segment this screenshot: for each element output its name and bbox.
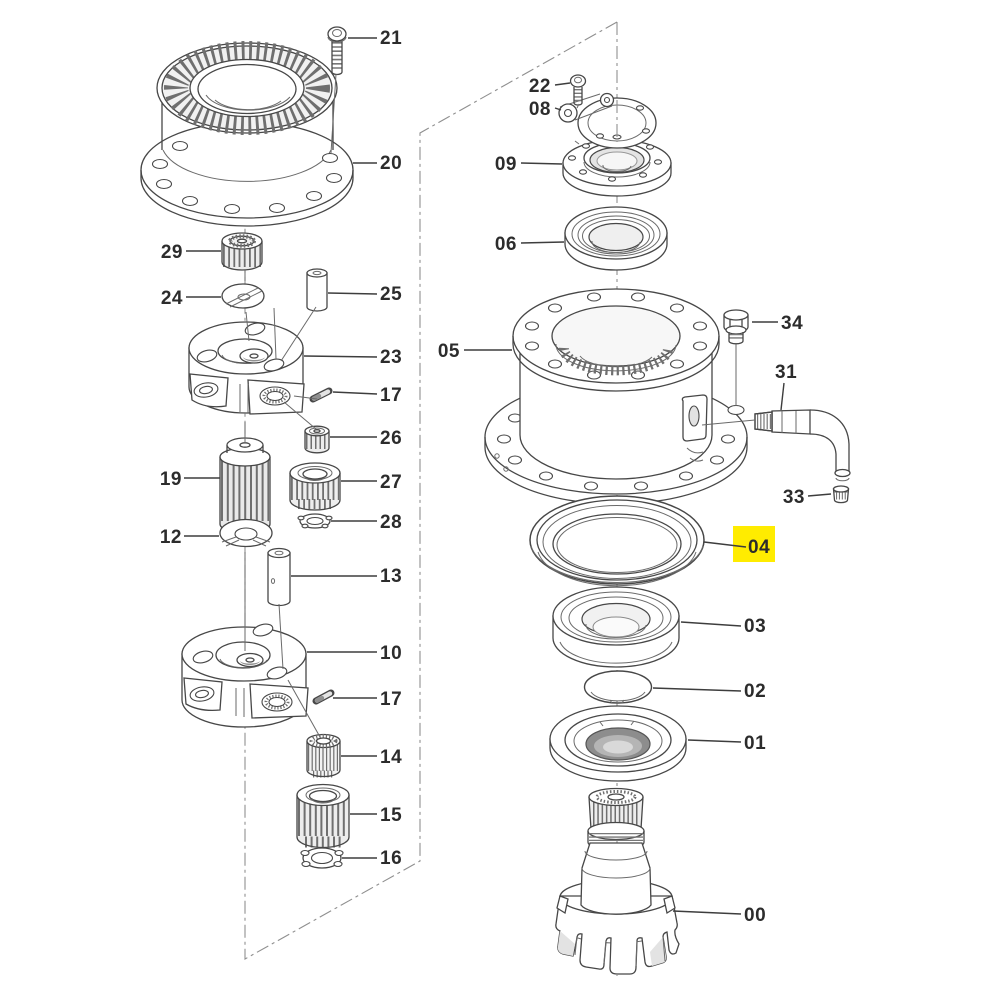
part-label-23: 23 bbox=[380, 347, 402, 368]
part-22-bolt bbox=[569, 74, 587, 106]
part-29-coupling-gear bbox=[221, 232, 263, 271]
label-27: 27 bbox=[341, 472, 402, 493]
label-19: 19 bbox=[160, 469, 220, 490]
part-01-flange-plate bbox=[549, 705, 687, 782]
part-24-thrust-plate bbox=[221, 283, 265, 309]
part-label-31: 31 bbox=[775, 362, 797, 383]
label-21: 21 bbox=[348, 28, 402, 49]
part-25-pin bbox=[306, 268, 328, 312]
part-label-17-upper: 17 bbox=[380, 385, 402, 406]
part-31-elbow-pipe bbox=[754, 409, 851, 482]
part-label-22: 22 bbox=[529, 76, 551, 97]
part-label-12: 12 bbox=[160, 527, 182, 548]
part-17-spring-pin-upper bbox=[309, 387, 333, 403]
part-label-15: 15 bbox=[380, 805, 402, 826]
part-label-25: 25 bbox=[380, 284, 402, 305]
highlight-04 bbox=[733, 526, 775, 562]
label-00: 00 bbox=[672, 905, 766, 926]
part-label-27: 27 bbox=[380, 472, 402, 493]
part-label-17-lower: 17 bbox=[380, 689, 402, 710]
label-02: 02 bbox=[652, 681, 766, 702]
label-17-lower: 17 bbox=[333, 689, 402, 710]
part-16-thrust-washer bbox=[300, 847, 344, 869]
part-label-01: 01 bbox=[744, 733, 766, 754]
part-label-34: 34 bbox=[781, 313, 803, 334]
part-label-10: 10 bbox=[380, 643, 402, 664]
part-label-28: 28 bbox=[380, 512, 402, 533]
label-14: 14 bbox=[341, 747, 402, 768]
label-16: 16 bbox=[342, 848, 402, 869]
part-label-00: 00 bbox=[744, 905, 766, 926]
part-label-08: 08 bbox=[529, 99, 551, 120]
label-08: 08 bbox=[529, 99, 562, 120]
part-label-09: 09 bbox=[495, 154, 517, 175]
label-22: 22 bbox=[529, 76, 571, 97]
part-03-bearing bbox=[552, 586, 680, 668]
part-label-33: 33 bbox=[783, 487, 805, 508]
part-label-21: 21 bbox=[380, 28, 402, 49]
part-14-needle-bearing bbox=[306, 733, 341, 778]
part-label-13: 13 bbox=[380, 566, 402, 587]
part-34-plug bbox=[723, 309, 749, 345]
label-31: 31 bbox=[775, 362, 797, 411]
part-33-plug bbox=[832, 485, 850, 504]
label-34: 34 bbox=[752, 313, 803, 334]
part-20-ring-gear-housing bbox=[140, 41, 354, 227]
part-28-thrust-washer bbox=[297, 513, 333, 529]
part-label-14: 14 bbox=[380, 747, 402, 768]
part-00-pinion-shaft bbox=[555, 787, 680, 975]
part-label-03: 03 bbox=[744, 616, 766, 637]
assembly-lines bbox=[244, 73, 756, 738]
part-label-05: 05 bbox=[438, 341, 460, 362]
part-label-26: 26 bbox=[380, 428, 402, 449]
part-label-16: 16 bbox=[380, 848, 402, 869]
label-03: 03 bbox=[680, 616, 766, 637]
part-19-sun-gear bbox=[219, 437, 271, 534]
part-label-04: 04 bbox=[748, 537, 770, 558]
part-13-pin bbox=[267, 547, 291, 607]
label-15: 15 bbox=[350, 805, 402, 826]
part-12-stopper-plate bbox=[219, 518, 273, 548]
label-20: 20 bbox=[353, 153, 402, 174]
part-21-bolt bbox=[327, 26, 347, 76]
part-23-planet-carrier bbox=[188, 321, 305, 415]
part-27-planet-gear bbox=[289, 462, 341, 511]
label-05: 05 bbox=[438, 341, 512, 362]
label-01: 01 bbox=[687, 733, 766, 754]
label-23: 23 bbox=[303, 347, 402, 368]
labels: 21 20 29 24 25 23 17 26 19 27 28 12 13 1… bbox=[160, 28, 832, 926]
label-13: 13 bbox=[291, 566, 402, 587]
part-label-29: 29 bbox=[161, 242, 183, 263]
label-10: 10 bbox=[307, 643, 402, 664]
part-26-gear bbox=[304, 425, 330, 454]
part-05-housing bbox=[484, 288, 748, 505]
part-label-19: 19 bbox=[160, 469, 182, 490]
label-28: 28 bbox=[331, 512, 402, 533]
label-17-upper: 17 bbox=[332, 385, 402, 406]
label-33: 33 bbox=[783, 487, 832, 508]
label-06: 06 bbox=[495, 234, 565, 255]
label-26: 26 bbox=[330, 428, 402, 449]
part-label-06: 06 bbox=[495, 234, 517, 255]
label-25: 25 bbox=[327, 284, 402, 305]
label-24: 24 bbox=[161, 288, 221, 309]
part-09-cover bbox=[562, 139, 672, 197]
part-06-bearing bbox=[564, 206, 668, 271]
part-10-planet-carrier bbox=[181, 623, 309, 728]
label-04-highlighted: 04 bbox=[703, 526, 775, 562]
part-label-24: 24 bbox=[161, 288, 183, 309]
label-09: 09 bbox=[495, 154, 563, 175]
part-label-20: 20 bbox=[380, 153, 402, 174]
part-15-planet-gear bbox=[296, 783, 350, 849]
part-02-collar bbox=[583, 670, 653, 704]
part-17-spring-pin-lower bbox=[312, 689, 335, 705]
part-04-seal-ring bbox=[529, 495, 705, 587]
label-29: 29 bbox=[161, 242, 221, 263]
part-label-02: 02 bbox=[744, 681, 766, 702]
label-12: 12 bbox=[160, 527, 219, 548]
